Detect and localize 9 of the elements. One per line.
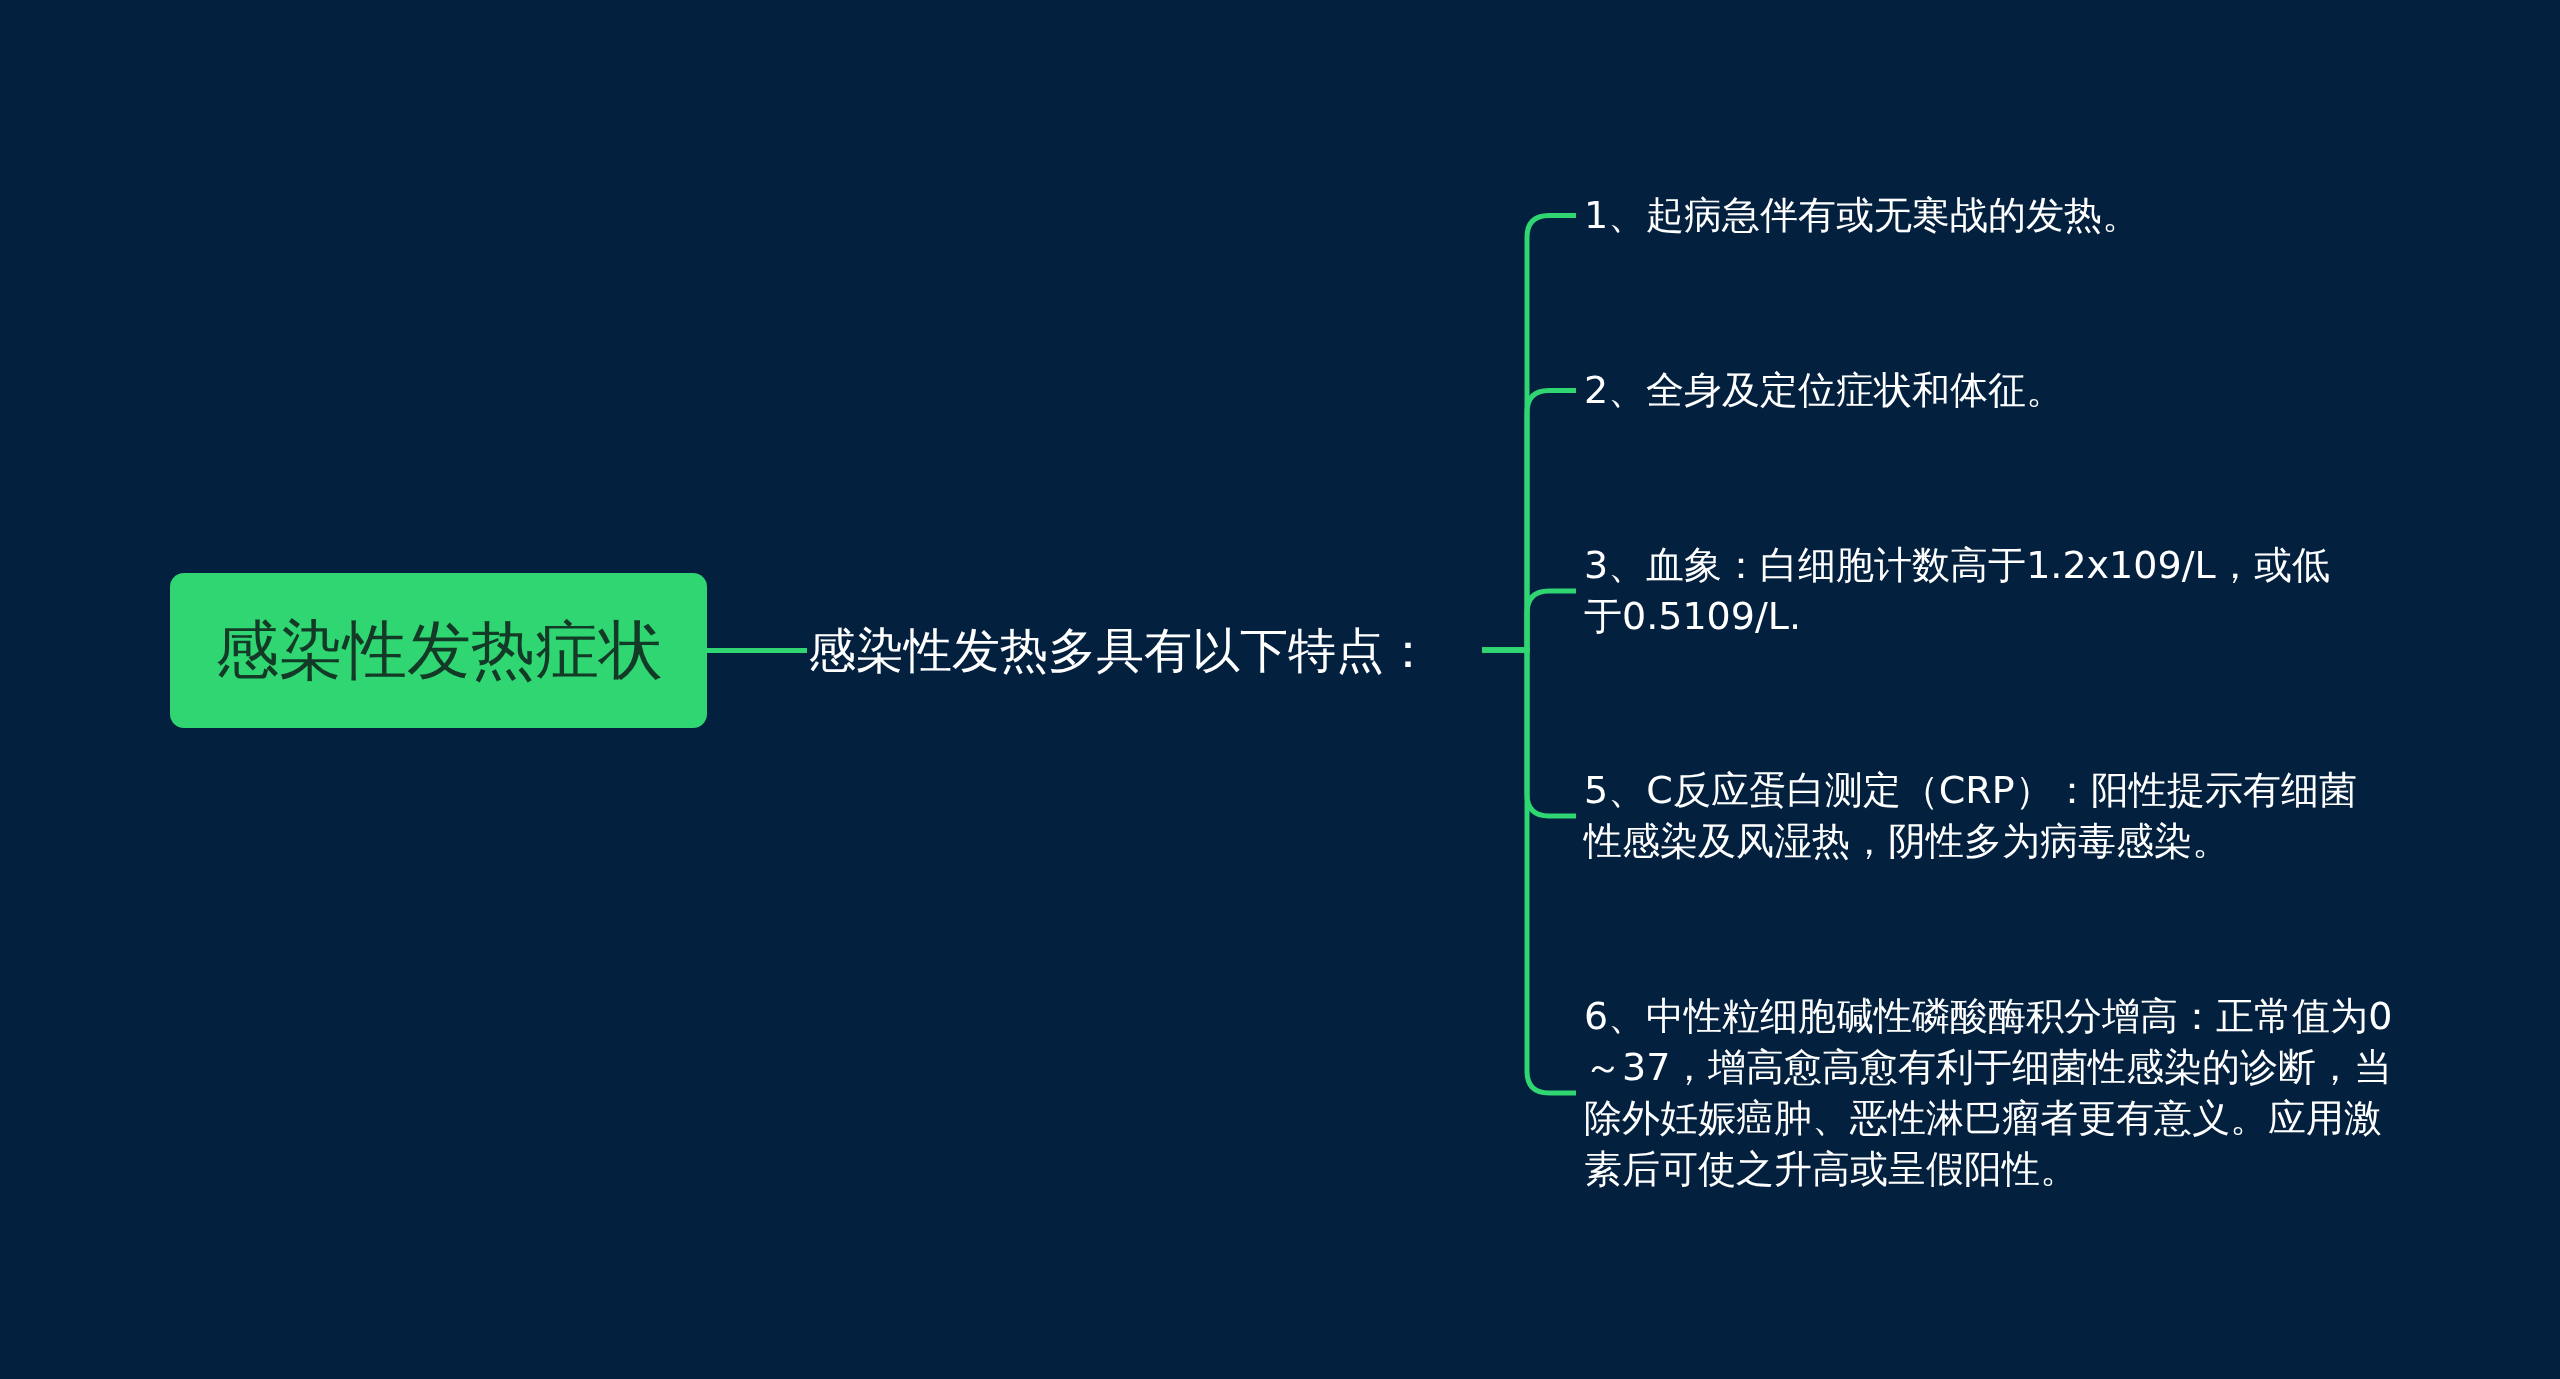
connector-line — [1482, 647, 1576, 1096]
topic-text: 感染性发热多具有以下特点： — [808, 620, 1448, 680]
point-text: 6、中性粒细胞碱性磷酸酶积分增高：正常值为0～37，增高愈高愈有利于细菌性感染的诊断，当除外妊娠癌肿、恶性淋巴瘤者更有意义。应用激素后可使之升高或呈假阳性。 — [1584, 991, 2394, 1195]
point-text: 1、起病急伴有或无寒战的发热。 — [1584, 190, 2374, 241]
connector-line — [707, 648, 807, 653]
root-topic-box: 感染性发热症状 — [170, 573, 707, 728]
point-text: 2、全身及定位症状和体征。 — [1584, 365, 2374, 416]
point-text: 3、血象：白细胞计数高于1.2x109/L，或低于0.5109/L. — [1584, 540, 2364, 642]
point-text: 5、C反应蛋白测定（CRP）：阳性提示有细菌性感染及风湿热，阴性多为病毒感染。 — [1584, 765, 2364, 867]
